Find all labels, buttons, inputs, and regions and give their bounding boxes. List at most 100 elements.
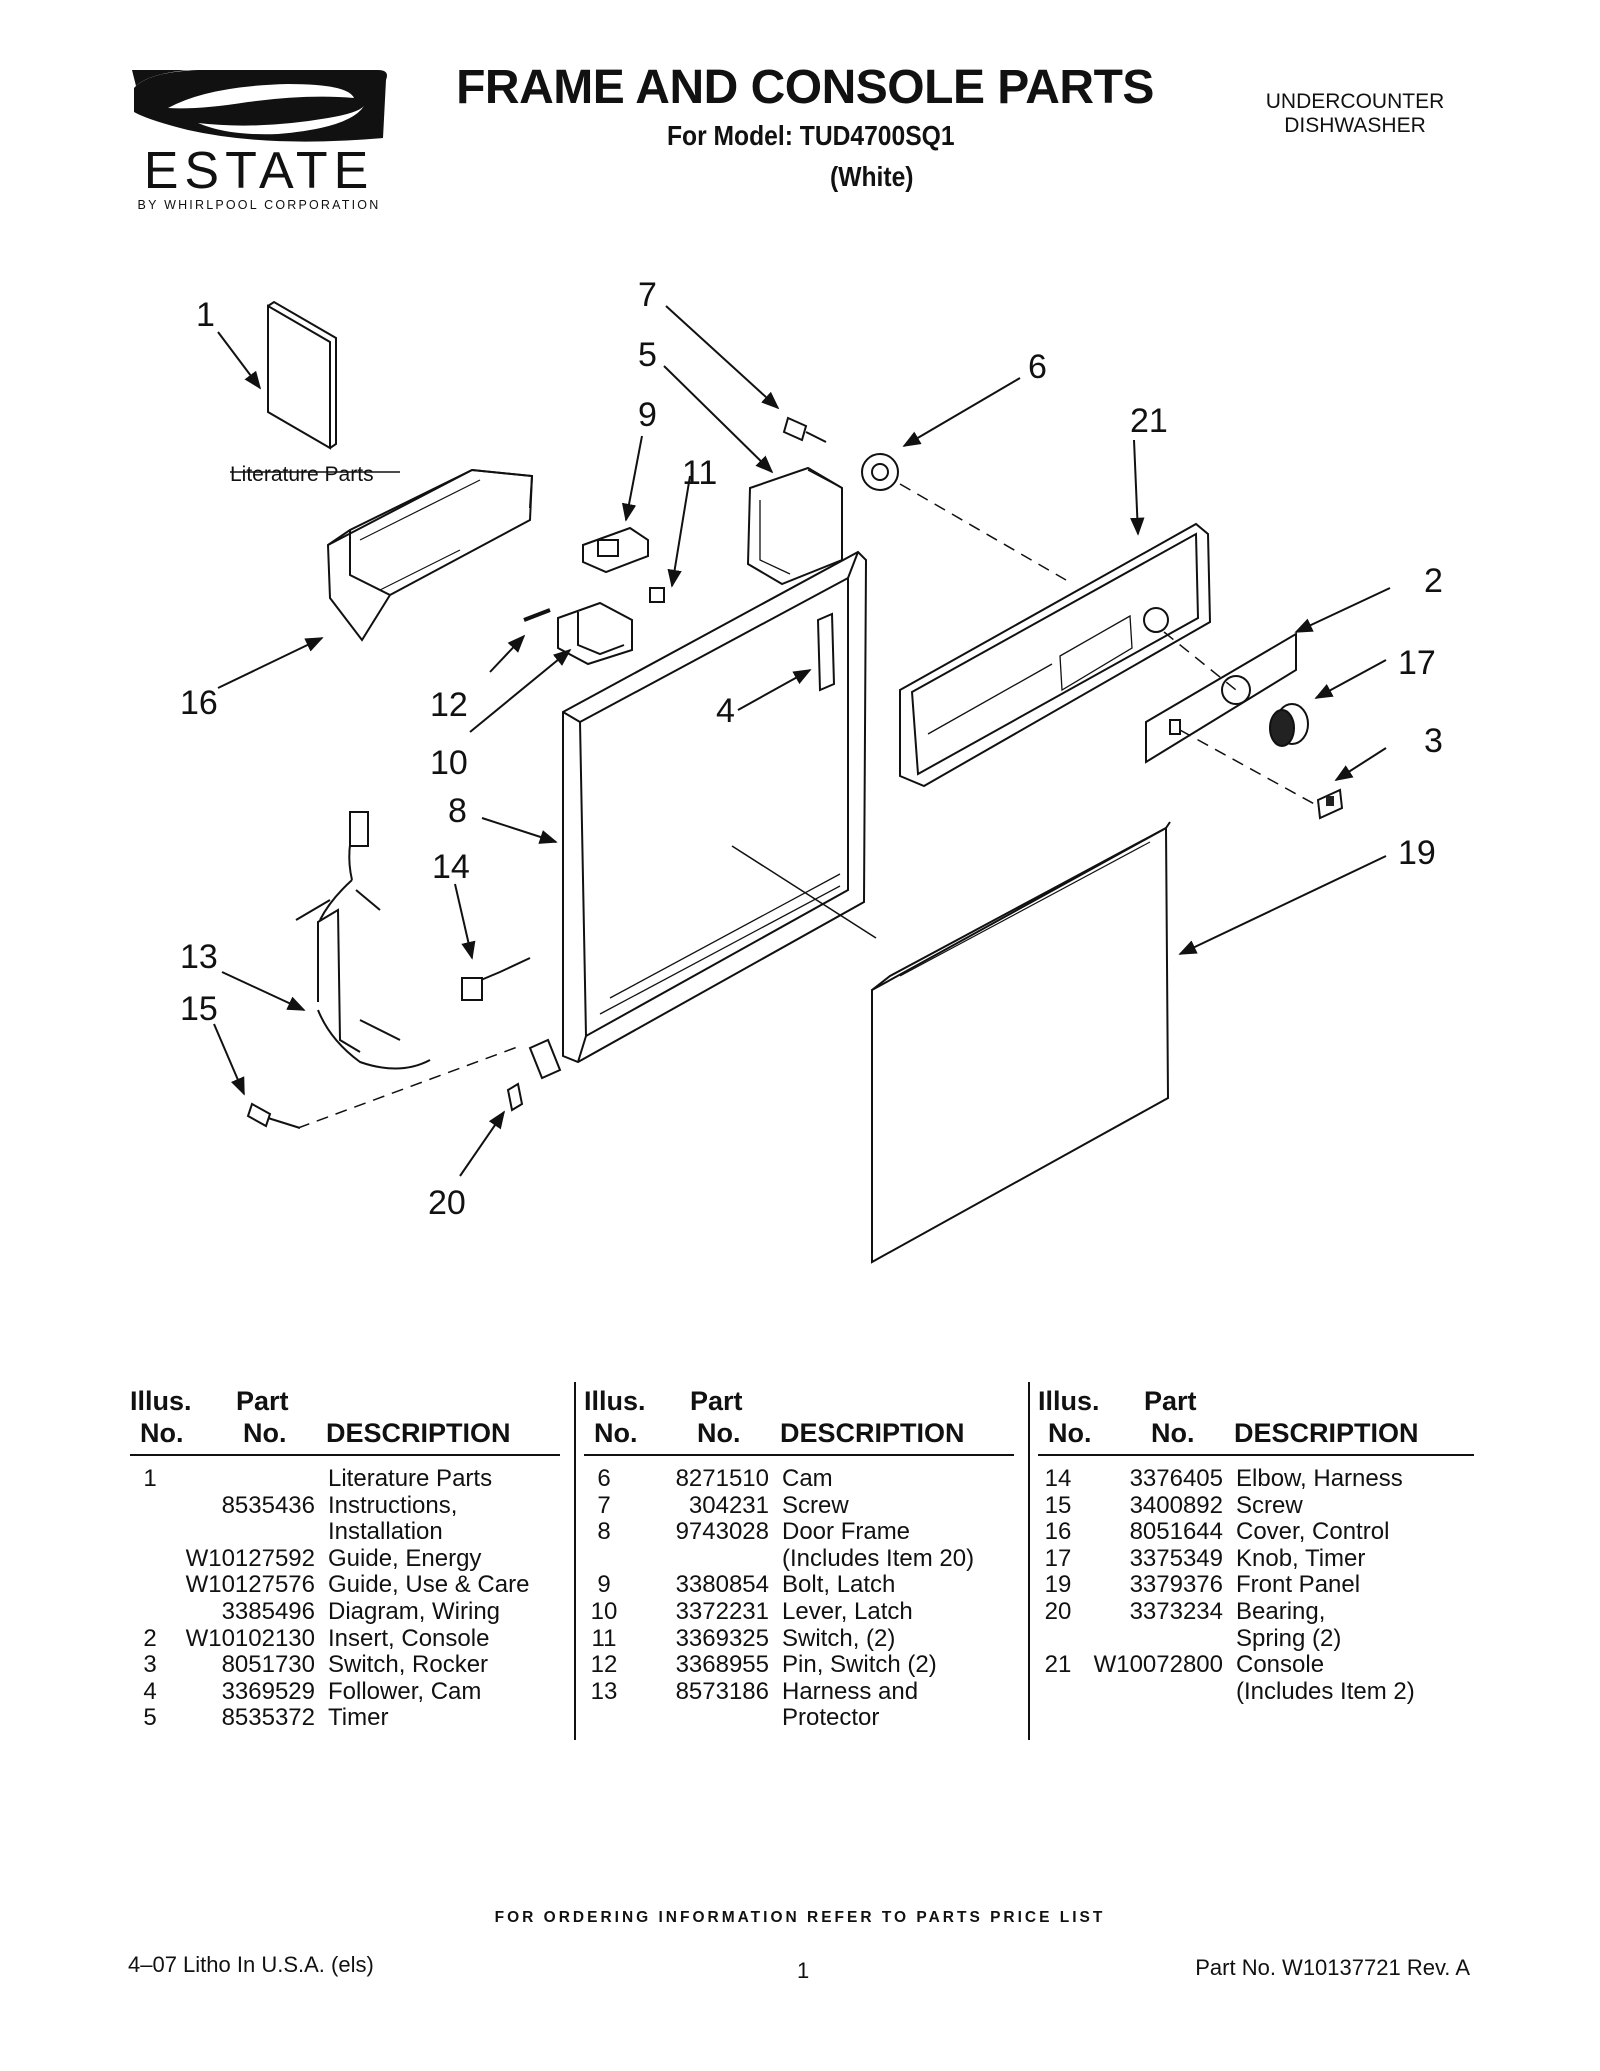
table-row: 5 8535372 Timer: [130, 1705, 570, 1732]
part-header-no: No.: [697, 1418, 741, 1448]
part-number: 3376405: [1129, 1465, 1223, 1492]
model-color: (White): [830, 161, 914, 192]
part-number: W10127592: [185, 1544, 315, 1572]
part-number: 9743028: [675, 1518, 769, 1546]
table-row: 15 3400892 Screw: [1038, 1491, 1478, 1520]
illus-number: 14: [1044, 1465, 1072, 1492]
part-description: Cam: [782, 1465, 833, 1492]
callout-15: 15: [180, 990, 218, 1028]
product-type: UNDERCOUNTER DISHWASHER: [1235, 90, 1475, 138]
table-row: Installation: [130, 1519, 570, 1546]
description-header: DESCRIPTION: [326, 1418, 511, 1448]
illus-number: 7: [597, 1491, 611, 1519]
illus-number: 2: [143, 1624, 157, 1652]
part-description: Harness and: [782, 1677, 919, 1705]
page-number: 1: [797, 1958, 810, 1983]
callout-14: 14: [432, 848, 470, 886]
document-part-number: Part No. W10137721 Rev. A: [1195, 1955, 1470, 1980]
callout-6: 6: [1028, 348, 1047, 386]
front-panel: [871, 821, 1171, 1264]
column-divider: [574, 1382, 576, 1740]
illus-header-no: No.: [140, 1418, 184, 1448]
part-number: 8573186: [675, 1677, 769, 1705]
part-description: Pin, Switch (2): [782, 1651, 937, 1679]
illus-number: 15: [1044, 1491, 1072, 1519]
illus-number: 13: [590, 1677, 618, 1705]
table-row: 13 8573186 Harness and: [584, 1677, 1024, 1706]
illus-number: 1: [143, 1465, 157, 1492]
description-header: DESCRIPTION: [780, 1418, 965, 1448]
table-row: W10127592 Guide, Energy: [130, 1544, 570, 1573]
callout-20: 20: [428, 1184, 466, 1222]
illus-number: 5: [143, 1704, 157, 1732]
part-header-no: No.: [243, 1418, 287, 1448]
part-description: Elbow, Harness: [1236, 1465, 1403, 1492]
control-cover: [326, 468, 534, 642]
part-description: Insert, Console: [328, 1624, 490, 1652]
header-rule: [130, 1454, 560, 1456]
table-row: 8535436 Instructions,: [130, 1491, 570, 1520]
part-description: Switch, Rocker: [328, 1651, 489, 1679]
rocker-switch: [1316, 788, 1344, 820]
part-number: W10072800: [1093, 1651, 1223, 1679]
illus-number: 8: [597, 1518, 611, 1546]
part-description: Guide, Energy: [328, 1544, 482, 1572]
illus-header: Illus.: [130, 1386, 192, 1416]
part-description: Diagram, Wiring: [328, 1597, 501, 1625]
part-number: 3372231: [675, 1597, 769, 1625]
illus-header: Illus.: [1038, 1386, 1100, 1416]
console-insert: [1145, 632, 1297, 764]
callout-12: 12: [430, 686, 468, 724]
part-description: Console: [1236, 1651, 1325, 1679]
part-description: Instructions,: [328, 1491, 458, 1519]
exploded-parts-diagram: 1 2 3 4 5 6 7 8 9 10 11 12 13 14 15 16 1…: [180, 276, 1443, 1264]
part-description: (Includes Item 2): [1236, 1677, 1415, 1705]
part-description: Knob, Timer: [1236, 1544, 1366, 1572]
assembly-guides: [297, 483, 1319, 1129]
part-description: Switch, (2): [782, 1624, 896, 1652]
part-number: 3375349: [1129, 1544, 1223, 1572]
illus-header-no: No.: [1048, 1418, 1092, 1448]
callout-16: 16: [180, 684, 218, 722]
part-description: Timer: [328, 1704, 389, 1732]
part-description: Guide, Use & Care: [328, 1571, 530, 1599]
callout-21: 21: [1130, 402, 1168, 440]
part-number: 3368955: [675, 1651, 769, 1679]
print-info: 4–07 Litho In U.S.A. (els): [128, 1952, 374, 1977]
part-number: 3400892: [1129, 1491, 1223, 1519]
part-header: Part: [236, 1386, 289, 1416]
literature-booklet: [267, 300, 337, 450]
callouts: 1 2 3 4 5 6 7 8 9 10 11 12 13 14 15 16 1…: [180, 276, 1443, 1222]
part-number: 304231: [688, 1491, 769, 1519]
part-description: Screw: [1236, 1491, 1303, 1519]
screw: [246, 1102, 301, 1129]
illus-number: 12: [590, 1651, 618, 1679]
part-description: Bolt, Latch: [782, 1571, 896, 1599]
callout-4: 4: [716, 692, 735, 730]
illus-number: 21: [1044, 1651, 1072, 1679]
leader-lines: [213, 305, 1391, 1177]
part-number: 8535436: [221, 1491, 315, 1519]
part-number: 8535372: [221, 1704, 315, 1732]
illus-number: 4: [143, 1677, 157, 1705]
part-number: 3369325: [675, 1624, 769, 1652]
page-title: FRAME AND CONSOLE PARTS: [456, 61, 1154, 114]
description-header: DESCRIPTION: [1234, 1418, 1419, 1448]
part-number: W10102130: [185, 1624, 315, 1652]
part-description: Front Panel: [1236, 1571, 1361, 1599]
callout-7: 7: [638, 276, 657, 314]
part-number: 8271510: [675, 1465, 769, 1492]
header-rule: [584, 1454, 1014, 1456]
